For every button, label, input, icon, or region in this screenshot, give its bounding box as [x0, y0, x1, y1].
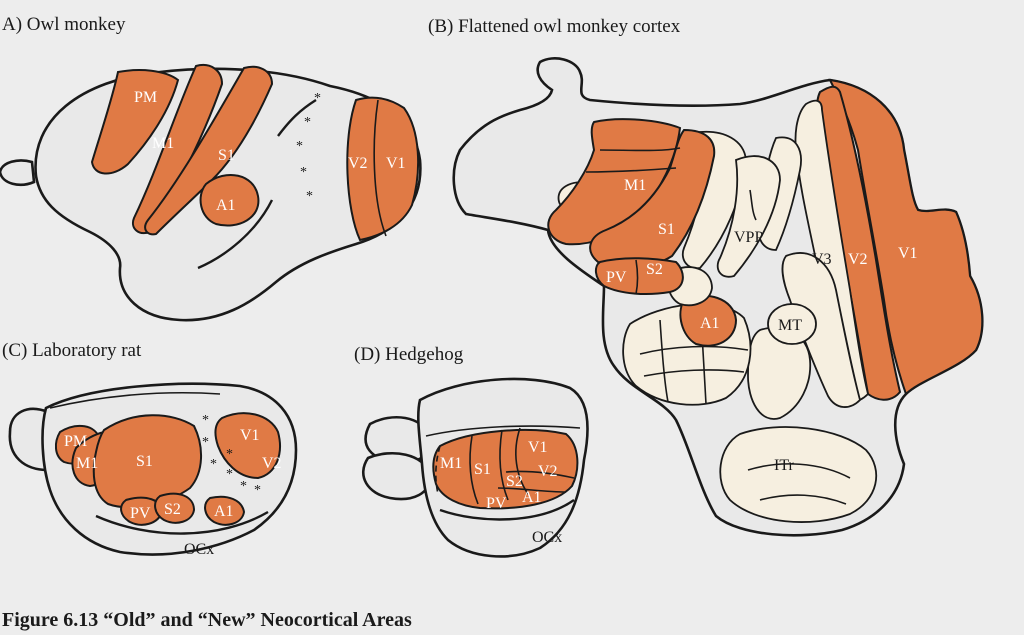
svg-text:*: *: [304, 115, 311, 130]
label-c-s1: S1: [136, 453, 153, 470]
panel-b-title: (B) Flattened owl monkey cortex: [428, 16, 681, 37]
area-a1-flat: [679, 294, 738, 347]
panel-b-flattened-cortex: (B) Flattened owl monkey cortex: [428, 16, 984, 537]
label-b-v1: V1: [898, 245, 918, 262]
rat-area-s2: [154, 492, 196, 524]
panel-c-title: (C) Laboratory rat: [2, 340, 142, 361]
label-m1: M1: [152, 135, 174, 152]
svg-text:*: *: [202, 435, 209, 450]
label-b-v3: V3: [812, 251, 832, 268]
svg-text:*: *: [300, 165, 307, 180]
svg-text:*: *: [254, 483, 261, 498]
area-pm: [90, 69, 180, 175]
svg-text:*: *: [306, 189, 313, 204]
label-d-v2: V2: [538, 463, 558, 480]
area-pv-s2-flat: [594, 257, 684, 295]
area-mt: [767, 303, 817, 345]
label-c-ocx: OCx: [184, 541, 214, 558]
panel-a-title: A) Owl monkey: [2, 14, 126, 35]
panel-d-title: (D) Hedgehog: [354, 344, 464, 365]
label-d-a1: A1: [522, 489, 542, 506]
label-b-itr: ITr: [774, 457, 795, 474]
label-c-v2: V2: [262, 455, 282, 472]
panel-c-laboratory-rat: (C) Laboratory rat * * * * * * * PM M1 S…: [2, 340, 298, 558]
panel-d-hedgehog: (D) Hedgehog M1 S1 S2 PV A1 V1 V2 OCx: [354, 344, 589, 558]
svg-text:*: *: [226, 447, 233, 462]
label-d-ocx: OCx: [532, 529, 562, 546]
label-b-vpp: VPP: [734, 229, 763, 246]
label-a1: A1: [216, 197, 236, 214]
label-b-v2: V2: [848, 251, 868, 268]
area-v1-flat: [828, 78, 984, 396]
hedgehog-olfactory-lower: [362, 451, 432, 501]
area-a1: [199, 174, 260, 227]
label-v1: V1: [386, 155, 406, 172]
label-b-mt: MT: [778, 317, 802, 334]
vpp-pointer: [749, 189, 757, 221]
label-c-pv: PV: [130, 505, 151, 522]
label-b-s1: S1: [658, 221, 675, 238]
label-pm: PM: [134, 89, 157, 106]
svg-text:*: *: [314, 91, 321, 106]
hedgehog-cortex-areas: [432, 429, 579, 510]
v2-v1-border: [373, 99, 387, 237]
sulcus-central: [277, 98, 317, 137]
label-b-a1: A1: [700, 315, 720, 332]
sulcus-lateral: [197, 199, 274, 270]
label-d-v1: V1: [528, 439, 548, 456]
svg-text:*: *: [226, 467, 233, 482]
label-d-m1: M1: [440, 455, 462, 472]
label-s1: S1: [218, 147, 235, 164]
label-b-s2: S2: [646, 261, 663, 278]
rat-area-pv: [120, 496, 164, 526]
label-c-a1: A1: [214, 503, 234, 520]
rat-olfactory-bulb: [8, 407, 50, 472]
rat-area-v1-v2: [214, 412, 281, 480]
olfactory-bulb: [0, 159, 36, 186]
area-itr: [719, 426, 878, 523]
area-dm: [781, 252, 862, 408]
area-vpp: [716, 155, 781, 278]
svg-text:*: *: [210, 457, 217, 472]
svg-text:*: *: [240, 479, 247, 494]
label-v2: V2: [348, 155, 368, 172]
label-c-s2: S2: [164, 501, 181, 518]
svg-text:*: *: [202, 413, 209, 428]
label-c-v1: V1: [240, 427, 260, 444]
area-s1: [144, 65, 274, 236]
label-b-m1: M1: [624, 177, 646, 194]
label-d-s2: S2: [506, 473, 523, 490]
svg-text:*: *: [296, 139, 303, 154]
label-c-m1: M1: [76, 455, 98, 472]
label-c-pm: PM: [64, 433, 87, 450]
area-v2-v1: [346, 96, 420, 242]
figure-caption: Figure 6.13 “Old” and “New” Neocortical …: [2, 609, 412, 631]
panel-a-owl-monkey: A) Owl monkey * * * * * PM M1 S1 A1 V2 V…: [0, 14, 422, 322]
label-b-pv: PV: [606, 269, 627, 286]
label-d-s1: S1: [474, 461, 491, 478]
rat-area-a1: [204, 495, 246, 526]
label-d-pv: PV: [486, 495, 507, 512]
